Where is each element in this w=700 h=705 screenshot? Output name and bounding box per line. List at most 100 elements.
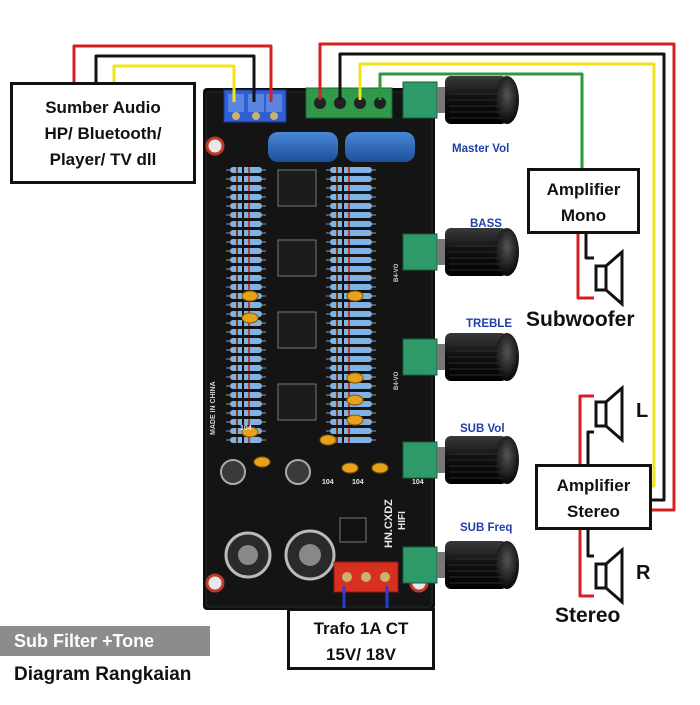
- resistor: [230, 302, 262, 308]
- bass-label: BASS: [470, 218, 502, 230]
- resistor: [230, 329, 262, 335]
- trafo-line-1: Trafo 1A CT: [313, 619, 409, 638]
- subwoofer-label: Subwoofer: [526, 308, 635, 331]
- resistor: [330, 311, 372, 317]
- sub-freq-label: SUB Freq: [460, 522, 513, 534]
- resistor: [330, 284, 372, 290]
- resistor: [330, 194, 372, 200]
- potentiometer: [402, 441, 438, 479]
- silk-hifi: HIFI: [397, 511, 408, 530]
- resistor-array: [226, 167, 376, 443]
- small-capacitor: [241, 426, 259, 438]
- silk-model: HN.CXDZ: [383, 499, 395, 548]
- amp-stereo-line-1: Amplifier: [556, 476, 631, 495]
- small-capacitor: [346, 414, 364, 426]
- resistor: [230, 248, 262, 254]
- resistor: [230, 392, 262, 398]
- resistor: [230, 347, 262, 353]
- resistor: [230, 194, 262, 200]
- audio-source-box: Sumber Audio HP/ Bluetooth/ Player/ TV d…: [10, 82, 196, 184]
- resistor: [330, 437, 372, 443]
- source-line-1: Sumber Audio: [45, 98, 161, 117]
- wires: [72, 42, 676, 610]
- regulator-chip: [339, 517, 367, 543]
- resistor: [230, 383, 262, 389]
- sub-vol-label: SUB Vol: [460, 423, 505, 435]
- resistor: [230, 239, 262, 245]
- small-capacitor: [346, 372, 364, 384]
- resistor: [230, 266, 262, 272]
- pcb-board: [203, 88, 435, 610]
- source-line-2: HP/ Bluetooth/: [44, 124, 162, 143]
- speaker-group: [594, 248, 624, 606]
- small-capacitor: [241, 312, 259, 324]
- potentiometer: [402, 338, 438, 376]
- resistor: [230, 338, 262, 344]
- op-amp-chips: [277, 169, 317, 421]
- small-capacitor: [346, 394, 364, 406]
- resistor: [330, 230, 372, 236]
- resistor: [230, 167, 262, 173]
- resistor: [330, 176, 372, 182]
- silk-bass-pot: B4-VO: [394, 263, 400, 282]
- resistor: [230, 203, 262, 209]
- resistor: [330, 212, 372, 218]
- silk-cap-4: 104: [240, 425, 252, 432]
- resistor: [230, 275, 262, 281]
- amplifier-stereo-box: Amplifier Stereo: [535, 464, 652, 530]
- source-line-3: Player/ TV dll: [49, 150, 157, 169]
- potentiometer: [402, 546, 438, 584]
- resistor: [330, 257, 372, 263]
- resistor: [230, 185, 262, 191]
- electrolytic-capacitors: [220, 459, 336, 581]
- stereo-label: Stereo: [555, 604, 621, 627]
- amplifier-mono-box: Amplifier Mono: [527, 168, 640, 234]
- resistor: [330, 266, 372, 272]
- resistor: [330, 302, 372, 308]
- small-capacitor: [346, 290, 364, 302]
- trafo-line-2: 15V/ 18V: [326, 645, 396, 664]
- resistor: [330, 203, 372, 209]
- resistor: [330, 347, 372, 353]
- resistor: [330, 383, 372, 389]
- silk-cap-2: 104: [352, 479, 364, 486]
- resistor: [230, 365, 262, 371]
- left-channel-label: L: [636, 400, 649, 422]
- silk-cap-1: 104: [322, 479, 334, 486]
- resistor: [230, 374, 262, 380]
- small-capacitor: [341, 462, 359, 474]
- resistor: [330, 329, 372, 335]
- silk-made-in: MADE IN CHINA: [210, 381, 217, 435]
- amp-mono-line-1: Amplifier: [546, 180, 621, 199]
- resistor: [330, 428, 372, 434]
- amp-stereo-line-2: Stereo: [567, 502, 620, 521]
- ceramic-capacitors: [241, 290, 389, 474]
- resistor: [230, 437, 262, 443]
- potentiometer: [402, 233, 438, 271]
- small-capacitor: [371, 462, 389, 474]
- resistor: [330, 248, 372, 254]
- resistor: [330, 356, 372, 362]
- resistor: [230, 257, 262, 263]
- resistor: [230, 176, 262, 182]
- resistor: [230, 221, 262, 227]
- transformer-box: Trafo 1A CT 15V/ 18V: [287, 608, 435, 670]
- amp-mono-line-2: Mono: [560, 206, 607, 225]
- film-capacitors: [268, 132, 415, 162]
- silk-cap-3: 104: [412, 479, 424, 486]
- knob-group: [402, 76, 519, 589]
- resistor: [330, 338, 372, 344]
- resistor: [230, 356, 262, 362]
- product-tag: Sub Filter +Tone: [0, 626, 210, 656]
- resistor: [230, 230, 262, 236]
- small-capacitor: [319, 434, 337, 446]
- resistor: [330, 239, 372, 245]
- resistor: [230, 212, 262, 218]
- master-vol-label: Master Vol: [452, 143, 510, 155]
- resistor: [330, 275, 372, 281]
- small-capacitor: [241, 290, 259, 302]
- resistor: [330, 221, 372, 227]
- resistor: [330, 167, 372, 173]
